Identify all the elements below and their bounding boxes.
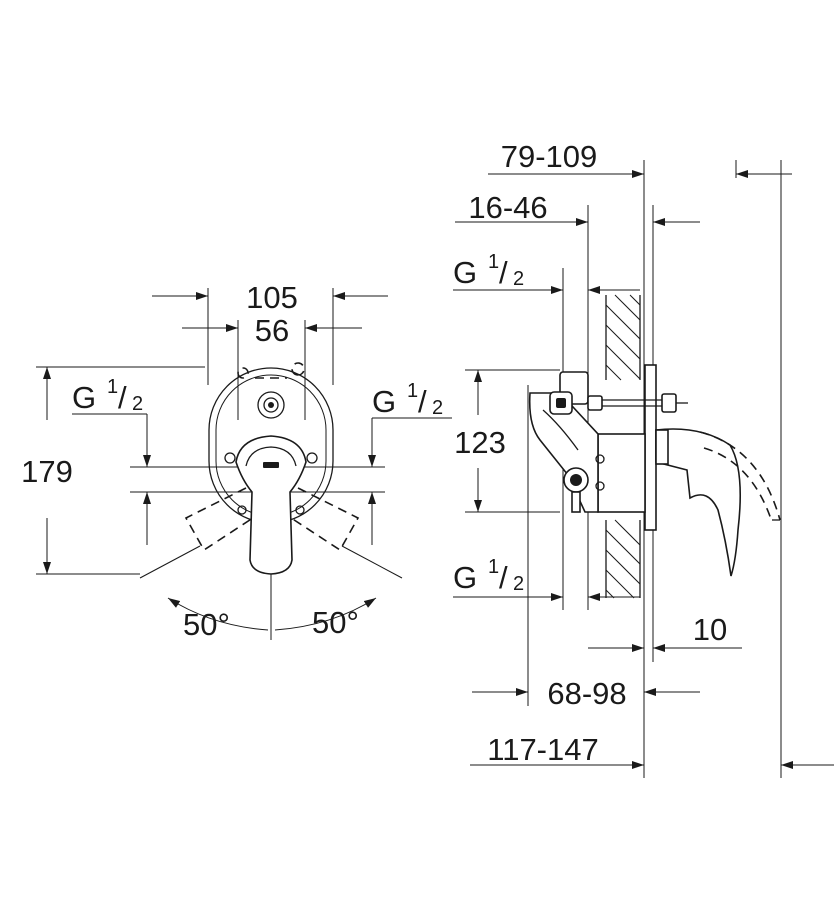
diverter-knob <box>237 362 305 419</box>
angle-right-label: 50° <box>312 605 359 640</box>
dim-79-109: 79-109 <box>488 139 792 178</box>
dim-79-109-label: 79-109 <box>501 139 598 174</box>
dim-123-label: 123 <box>454 425 506 460</box>
svg-text:/: / <box>418 384 427 419</box>
dim-179-label: 179 <box>21 454 73 489</box>
svg-text:/: / <box>118 380 127 415</box>
svg-text:/: / <box>499 255 508 290</box>
dim-117-147-label: 117-147 <box>487 732 598 767</box>
angle-left-label: 50° <box>183 607 230 642</box>
dim-56-label: 56 <box>255 313 289 348</box>
thread-label-side-top: G 1 / 2 <box>453 251 640 294</box>
thread-g-right: G <box>372 384 396 419</box>
svg-text:2: 2 <box>513 573 524 595</box>
svg-text:/: / <box>499 560 508 595</box>
front-view: 105 56 179 G 1 / 2 G 1 <box>21 280 452 642</box>
dim-68-98: 68-98 <box>472 676 700 711</box>
wall-hatch <box>605 294 641 599</box>
handle-swing-right <box>281 487 360 552</box>
lever-handle <box>224 435 318 575</box>
dim-10: 10 <box>588 612 742 652</box>
dim-117-147: 117-147 <box>470 732 834 769</box>
lever-side <box>655 428 781 577</box>
dim-10-label: 10 <box>693 612 727 647</box>
angle-dims: 50° 50° <box>139 545 403 642</box>
svg-text:2: 2 <box>132 393 143 415</box>
handle-swing-left <box>184 487 263 552</box>
svg-text:2: 2 <box>513 268 524 290</box>
svg-text:G: G <box>453 560 477 595</box>
svg-text:1: 1 <box>407 380 418 402</box>
svg-text:2: 2 <box>432 397 443 419</box>
thread-g-left: G <box>72 380 96 415</box>
svg-text:1: 1 <box>107 376 118 398</box>
dim-123: 123 <box>454 369 560 513</box>
thread-label-right: G 1 / 2 <box>368 380 452 545</box>
dim-68-98-label: 68-98 <box>547 676 626 711</box>
svg-text:1: 1 <box>488 251 499 273</box>
thread-label-side-bottom: G 1 / 2 <box>453 556 640 601</box>
dim-16-46: 16-46 <box>455 190 700 226</box>
side-view: 79-109 16-46 G 1 / 2 G 1 / 2 <box>453 139 834 778</box>
thread-label-left: G 1 / 2 <box>72 376 151 545</box>
dim-105: 105 <box>152 280 388 315</box>
svg-text:G: G <box>453 255 477 290</box>
dim-16-46-label: 16-46 <box>468 190 547 225</box>
mixer-body-side <box>528 364 688 531</box>
dim-56: 56 <box>182 313 362 348</box>
svg-text:1: 1 <box>488 556 499 578</box>
dim-105-label: 105 <box>246 280 298 315</box>
dim-179: 179 <box>21 366 205 575</box>
